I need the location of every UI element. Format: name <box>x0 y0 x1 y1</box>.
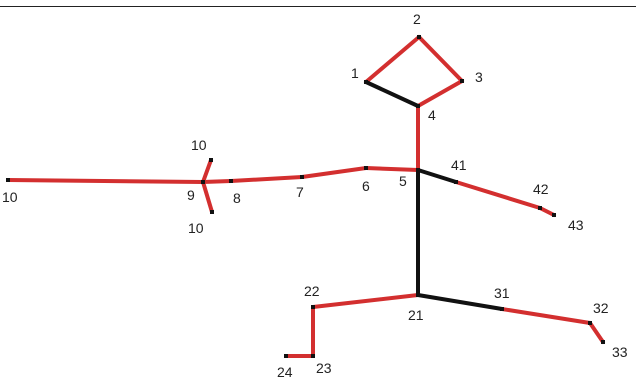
joint-label-6: 6 <box>362 178 370 194</box>
edge-21-31 <box>416 293 504 311</box>
joint-label-21: 21 <box>408 307 424 323</box>
joint-2 <box>417 35 421 39</box>
joint-6 <box>364 166 368 170</box>
joint-7 <box>300 175 304 179</box>
joint-label-3: 3 <box>475 69 483 85</box>
edge-5-6 <box>364 166 420 172</box>
joint-label-41: 41 <box>451 157 467 173</box>
joint-label-2: 2 <box>413 11 421 27</box>
top-divider <box>0 6 636 7</box>
bone-segments <box>6 35 605 358</box>
edge-41-42 <box>454 180 542 210</box>
joint-22 <box>311 305 315 309</box>
joint-33 <box>601 340 605 344</box>
joint-10a <box>6 178 10 182</box>
edge-6-7 <box>300 166 368 179</box>
joint-label-43: 43 <box>568 217 584 233</box>
joint-label-8: 8 <box>233 190 241 206</box>
edge-21-22 <box>311 293 420 309</box>
edge-31-32 <box>500 307 592 325</box>
joint-43 <box>552 213 556 217</box>
joint-label-10a: 10 <box>2 189 18 205</box>
edge-9-10a <box>6 178 205 184</box>
joint-label-32: 32 <box>593 300 609 316</box>
edge-8-9 <box>201 179 233 184</box>
edge-3-4 <box>416 79 464 108</box>
joint-4 <box>416 104 420 108</box>
joint-label-1: 1 <box>351 65 359 81</box>
edge-1-2 <box>364 35 421 84</box>
edge-9-10c <box>201 180 214 214</box>
edge-7-8 <box>229 175 304 183</box>
joint-label-9: 9 <box>187 187 195 203</box>
joint-24 <box>284 354 288 358</box>
edge-42-43 <box>538 206 556 217</box>
joint-label-10b: 10 <box>191 137 207 153</box>
joint-21 <box>416 293 420 297</box>
joint-label-23: 23 <box>316 360 332 376</box>
joint-label-22: 22 <box>304 283 320 299</box>
joint-31 <box>500 307 504 311</box>
joint-32 <box>588 321 592 325</box>
joint-label-4: 4 <box>428 107 436 123</box>
joint-42 <box>538 206 542 210</box>
joint-label-7: 7 <box>296 184 304 200</box>
joint-label-33: 33 <box>612 344 628 360</box>
joint-9 <box>201 180 205 184</box>
edge-1-4 <box>364 80 420 108</box>
joint-label-31: 31 <box>494 285 510 301</box>
joint-label-42: 42 <box>533 181 549 197</box>
joint-10c <box>210 210 214 214</box>
edge-2-3 <box>417 35 464 83</box>
joint-markers <box>6 35 605 358</box>
joint-41 <box>454 180 458 184</box>
joint-23 <box>311 354 315 358</box>
joint-5 <box>416 168 420 172</box>
edge-32-33 <box>588 321 605 344</box>
joint-1 <box>364 80 368 84</box>
joint-label-5: 5 <box>399 173 407 189</box>
joint-10b <box>209 158 213 162</box>
edge-9-10b <box>201 158 213 184</box>
joint-label-10c: 10 <box>188 220 204 236</box>
joint-3 <box>460 79 464 83</box>
edge-5-41 <box>416 168 458 184</box>
joint-8 <box>229 179 233 183</box>
joint-label-24: 24 <box>277 364 293 378</box>
